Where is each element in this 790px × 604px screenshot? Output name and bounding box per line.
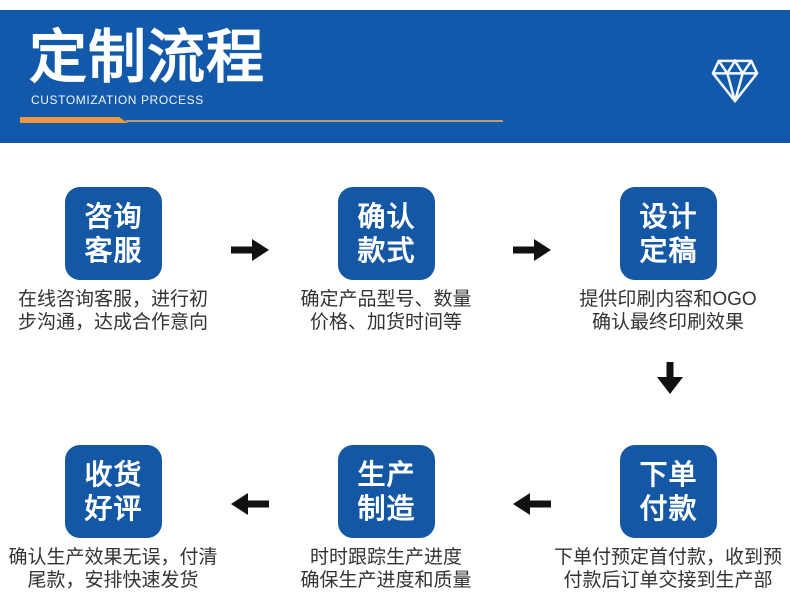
accent-bar (20, 117, 128, 123)
step-label-line: 咨询 (84, 200, 143, 232)
step-label-line: 付款 (639, 492, 698, 524)
step-box-design-finalize: 设计 定稿 (620, 187, 717, 280)
arrow-right-icon (513, 239, 551, 261)
step-label-line: 定稿 (639, 234, 698, 266)
arrow-left-icon (513, 493, 551, 515)
step-desc-production: 时时跟踪生产进度 确保生产进度和质量 (266, 546, 506, 592)
arrow-down-icon (657, 362, 683, 394)
step-desc-line: 在线咨询客服，进行初 (17, 289, 208, 310)
step-desc-line: 尾款，安排快速发货 (27, 570, 199, 591)
arrow-left-icon (231, 493, 269, 515)
step-desc-line: 确保生产进度和质量 (300, 570, 472, 591)
step-desc-line: 确认生产效果无误，付清 (8, 547, 218, 568)
step-label-line: 款式 (357, 234, 416, 266)
step-box-receive-review: 收货 好评 (65, 445, 162, 538)
step-label-line: 下单 (639, 458, 698, 490)
step-desc-confirm-style: 确定产品型号、数量 价格、加货时间等 (266, 288, 506, 334)
step-desc-line: 提供印刷内容和OGO (579, 289, 757, 310)
step-label-line: 收货 (84, 458, 143, 490)
step-desc-receive-review: 确认生产效果无误，付清 尾款，安排快速发货 (0, 546, 233, 592)
step-desc-line: 时时跟踪生产进度 (309, 547, 462, 568)
step-box-production: 生产 制造 (338, 445, 435, 538)
step-box-order-payment: 下单 付款 (620, 445, 717, 538)
step-desc-line: 确认最终印刷效果 (591, 312, 744, 333)
step-desc-line: 付款后订单交接到生产部 (563, 570, 773, 591)
step-label-line: 制造 (357, 492, 416, 524)
step-desc-order-payment: 下单付预定首付款，收到预 付款后订单交接到生产部 (548, 546, 788, 592)
step-desc-line: 确定产品型号、数量 (300, 289, 472, 310)
page-subtitle: CUSTOMIZATION PROCESS (31, 93, 204, 107)
diamond-icon (711, 58, 759, 104)
arrow-right-icon (231, 239, 269, 261)
step-desc-consult-service: 在线咨询客服，进行初 步沟通，达成合作意向 (0, 288, 233, 334)
step-label-line: 好评 (84, 492, 143, 524)
step-desc-line: 步沟通，达成合作意向 (17, 312, 208, 333)
step-desc-line: 下单付预定首付款，收到预 (553, 547, 782, 568)
step-label-line: 客服 (84, 234, 143, 266)
step-desc-line: 价格、加货时间等 (309, 312, 462, 333)
step-label-line: 设计 (639, 200, 698, 232)
step-label-line: 确认 (357, 200, 416, 232)
step-box-consult-service: 咨询 客服 (65, 187, 162, 280)
step-box-confirm-style: 确认 款式 (338, 187, 435, 280)
step-label-line: 生产 (357, 458, 416, 490)
page-title: 定制流程 (29, 25, 266, 90)
accent-line (126, 120, 503, 122)
step-desc-design-finalize: 提供印刷内容和OGO 确认最终印刷效果 (548, 288, 788, 334)
header-banner: 定制流程 CUSTOMIZATION PROCESS (0, 10, 790, 143)
